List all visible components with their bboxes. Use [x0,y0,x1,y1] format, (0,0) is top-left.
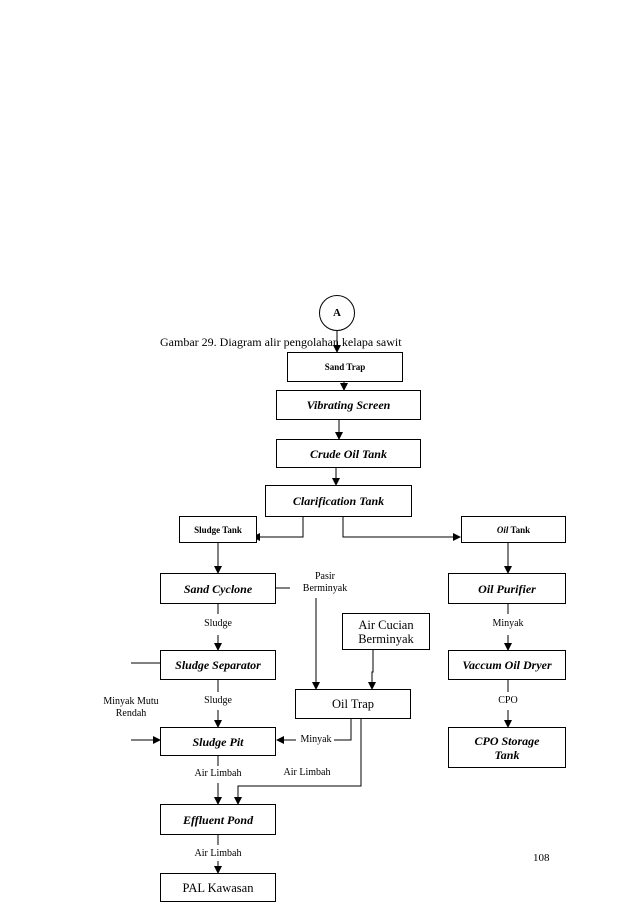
node-effluent-pond: Effluent Pond [160,804,276,835]
label-pasir-berminyak: Pasir Berminyak [302,571,348,594]
node-vibrating-screen: Vibrating Screen [276,390,421,420]
label-minyak-1: Minyak [492,618,524,629]
arrow-air-cucian-to-oil-trap [368,650,376,690]
page-number: 108 [533,852,550,864]
arrow-oil-trap-to-sludge-pit [334,718,352,741]
label-minyak-2: Minyak [300,734,332,745]
node-vaccum-oil-dryer: Vaccum Oil Dryer [448,650,566,680]
arrow-clarification-to-sludge-tank [252,517,304,541]
node-air-cucian-berminyak: Air Cucian Berminyak [342,613,430,650]
node-oil-trap: Oil Trap [295,689,411,719]
arrow-oil-trap-to-effluent-pond [234,719,362,805]
node-pal-kawasan: PAL Kawasan [160,873,276,902]
node-oil-tank: Oil Tank [461,516,566,543]
node-cpo-storage-tank: CPO Storage Tank [448,727,566,768]
node-sand-trap: Sand Trap [287,352,403,382]
node-sludge-pit: Sludge Pit [160,727,276,756]
label-minyak-mutu-rendah: Minyak Mutu Rendah [103,696,159,719]
oil-tank-label-rest: Tank [508,524,531,535]
node-crude-oil-tank: Crude Oil Tank [276,439,421,468]
node-sludge-tank: Sludge Tank [179,516,257,543]
label-sludge-2: Sludge [204,695,232,706]
oil-tank-label-oil: Oil [496,524,509,535]
node-oil-purifier: Oil Purifier [448,573,566,604]
node-clarification-tank: Clarification Tank [265,485,412,517]
node-sludge-separator: Sludge Separator [160,650,276,680]
figure-caption: Gambar 29. Diagram alir pengolahan kelap… [160,335,402,349]
node-sand-cyclone: Sand Cyclone [160,573,276,604]
arrow-clarification-to-oil-tank [342,517,461,541]
label-air-limbah-3: Air Limbah [194,848,242,859]
label-air-limbah-1: Air Limbah [194,768,242,779]
label-sludge-1: Sludge [204,618,232,629]
label-cpo: CPO [498,695,518,706]
label-air-limbah-2: Air Limbah [283,767,331,778]
connector-a: A [319,295,355,331]
